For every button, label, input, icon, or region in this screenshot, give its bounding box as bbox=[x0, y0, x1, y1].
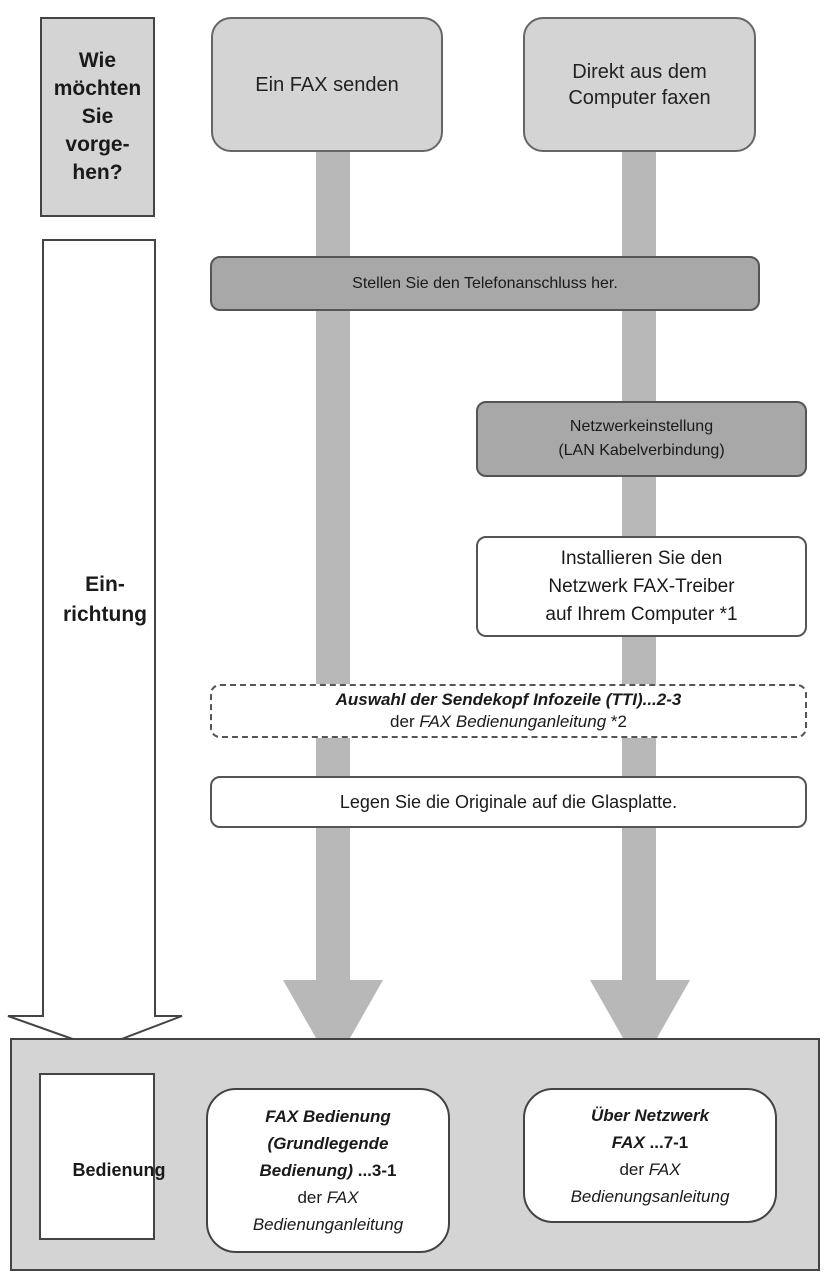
step-original-text: Legen Sie die Originale auf die Glasplat… bbox=[339, 791, 678, 812]
step-network-line: Netzwerkeinstellung bbox=[569, 418, 714, 435]
ref-fax-manual: FAX bbox=[326, 1188, 359, 1207]
setup-label: Ein- richtung bbox=[50, 570, 160, 630]
step-place-original: Legen Sie die Originale auf die Glasplat… bbox=[210, 776, 807, 828]
ref-net-line: Über Netzwerk bbox=[590, 1105, 710, 1125]
ref-net-line: FAX ...7-1 bbox=[612, 1129, 689, 1156]
question-line: möchten bbox=[53, 77, 142, 100]
step-phone-connection: Stellen Sie den Telefonanschluss her. bbox=[210, 256, 760, 311]
setup-arrow bbox=[7, 239, 183, 1050]
ref-net-line: der FAX bbox=[619, 1156, 680, 1183]
ref-fax-line: (Grundlegende bbox=[267, 1134, 389, 1153]
route-pc-fax: Direkt aus dem Computer faxen bbox=[523, 17, 756, 152]
step-install-driver: Installieren Sie den Netzwerk FAX-Treibe… bbox=[476, 536, 807, 637]
step-tti-prefix: der bbox=[390, 712, 420, 731]
step-driver-line: auf Ihrem Computer *1 bbox=[545, 603, 738, 625]
setup-label-line: Ein- bbox=[85, 573, 125, 596]
step-network-line: (LAN Kabelverbindung) bbox=[558, 442, 725, 459]
step-tti-title: Auswahl der Sendekopf Infozeile (TTI)...… bbox=[335, 690, 682, 709]
question-line: Wie bbox=[78, 49, 117, 72]
question-line: Sie bbox=[81, 105, 114, 128]
step-tti-selection: Auswahl der Sendekopf Infozeile (TTI)...… bbox=[210, 684, 807, 738]
route-pc-fax-line: Direkt aus dem bbox=[572, 60, 707, 83]
route-fax-send-label: Ein FAX senden bbox=[255, 73, 399, 96]
step-tti-note: *2 bbox=[606, 712, 627, 731]
ref-fax-page: ...3-1 bbox=[357, 1161, 397, 1180]
operation-label-box bbox=[39, 1073, 155, 1240]
ref-net-manual: FAX bbox=[648, 1159, 681, 1179]
ref-fax-line: Bedienunganleitung bbox=[252, 1215, 404, 1234]
ref-fax-line: der FAX bbox=[297, 1184, 358, 1211]
ref-fax-prefix: der bbox=[297, 1188, 327, 1207]
fax-flow-arrow bbox=[283, 150, 383, 1068]
ref-net-prefix: der bbox=[619, 1159, 649, 1179]
step-tti-manual: FAX Bedienunganleitung bbox=[419, 712, 607, 731]
question-line: vorge- bbox=[65, 133, 130, 156]
operation-label: Bedienung bbox=[72, 1160, 166, 1180]
ref-fax-operation: FAX Bedienung (Grundlegende Bedienung) .… bbox=[206, 1088, 450, 1253]
ref-fax-line: Bedienung) ...3-1 bbox=[260, 1157, 397, 1184]
ref-net-page: ...7-1 bbox=[644, 1132, 689, 1152]
ref-net-line: Bedienungsanleitung bbox=[570, 1186, 730, 1206]
step-phone-text: Stellen Sie den Telefonanschluss her. bbox=[352, 274, 618, 292]
ref-fax-line: FAX Bedienung bbox=[265, 1107, 391, 1126]
ref-network-fax: Über Netzwerk FAX ...7-1 der FAX Bedienu… bbox=[523, 1088, 777, 1223]
step-network-setting: Netzwerkeinstellung (LAN Kabelverbindung… bbox=[476, 401, 807, 477]
step-driver-line: Netzwerk FAX-Treiber bbox=[548, 575, 735, 597]
route-fax-send: Ein FAX senden bbox=[211, 17, 443, 152]
step-driver-line: Installieren Sie den bbox=[560, 547, 723, 569]
ref-fax-bold: Bedienung) bbox=[259, 1161, 358, 1180]
question-line: hen? bbox=[72, 161, 123, 184]
step-tti-ref: der FAX Bedienunganleitung *2 bbox=[390, 711, 627, 733]
route-pc-fax-line: Computer faxen bbox=[568, 86, 711, 109]
question-box: Wie möchten Sie vorge- hen? bbox=[40, 17, 155, 217]
setup-label-line: richtung bbox=[63, 603, 147, 626]
ref-net-bold: FAX bbox=[611, 1132, 645, 1152]
